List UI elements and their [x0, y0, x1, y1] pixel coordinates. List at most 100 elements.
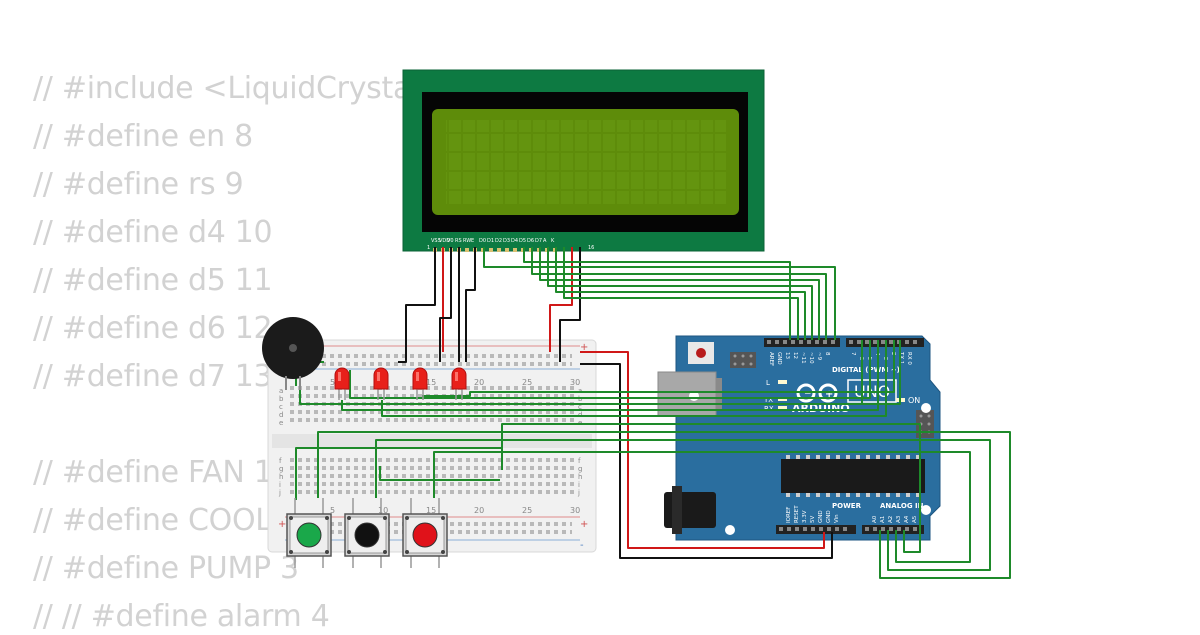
header-pin	[783, 340, 787, 344]
header-pin	[857, 340, 861, 344]
header-pin	[889, 340, 893, 344]
wire-ctrl-a	[349, 340, 871, 399]
lcd-pin-label: D6	[527, 238, 534, 244]
code-line: // #define d6 12	[33, 311, 273, 346]
power-label: POWER	[832, 502, 862, 510]
pushbutton[interactable]	[344, 498, 390, 568]
lcd-pin-label: VSS	[431, 238, 441, 244]
chip-leg	[846, 493, 850, 497]
digital-pin-label: RX 0	[906, 352, 912, 365]
header-pin	[865, 527, 869, 531]
header-pin	[843, 527, 847, 531]
pushbutton-group	[286, 498, 448, 568]
breadboard-row-letter: j	[577, 489, 580, 497]
header-pin	[779, 527, 783, 531]
header-pin	[897, 527, 901, 531]
header-pin	[831, 340, 835, 344]
rail-plus-label-bottom: +	[580, 519, 588, 530]
chip-leg	[796, 493, 800, 497]
chip-leg	[786, 493, 790, 497]
header-pin	[803, 527, 807, 531]
header-pin	[775, 340, 779, 344]
arduino-uno: − + ARDUINO UNO DIGITAL (PWM ~) POWER AN…	[657, 335, 941, 541]
atmega-chip	[781, 459, 925, 493]
lcd-pin-last: 16	[588, 245, 594, 251]
chip-leg	[906, 455, 910, 459]
code-line: // #include <LiquidCrystal.h>	[33, 71, 472, 106]
wire-lcd-d5	[539, 247, 820, 340]
chip-leg	[816, 455, 820, 459]
header-pin	[795, 527, 799, 531]
rx-led	[778, 406, 787, 410]
chip-leg	[796, 455, 800, 459]
code-line: // #define en 8	[33, 119, 253, 154]
lcd-pin-label: D3	[503, 238, 510, 244]
header-pin	[913, 340, 917, 344]
wire-lcd-v0	[439, 247, 452, 362]
breadboard-row-letter: f	[578, 457, 581, 465]
header-pin	[873, 340, 877, 344]
power-pin-label: RESET	[794, 505, 800, 523]
red-led	[373, 367, 389, 400]
header-pin	[815, 340, 819, 344]
buzzer	[262, 317, 324, 390]
svg-text:+: +	[825, 389, 833, 400]
power-pin-label: GND	[818, 510, 824, 523]
header-pin	[881, 340, 885, 344]
power-header	[776, 525, 856, 534]
lcd-pin-label: RW	[463, 238, 471, 244]
lcd-pin	[513, 248, 517, 252]
breadboard-row-letter: i	[578, 481, 580, 489]
lcd-pin-label: D4	[511, 238, 518, 244]
chip-leg	[856, 455, 860, 459]
chip-leg	[896, 493, 900, 497]
header-pin	[823, 340, 827, 344]
header-pin	[913, 527, 917, 531]
header-pin	[849, 340, 853, 344]
breadboard-row-letter: a	[279, 387, 283, 395]
chip-leg	[866, 455, 870, 459]
chip-leg	[886, 455, 890, 459]
wire-btn-gnd	[295, 447, 502, 500]
wire-lcd-e	[483, 247, 836, 340]
l-led-label: L	[766, 379, 770, 387]
breadboard-row-letter: c	[578, 403, 582, 411]
lcd-pin	[505, 248, 509, 252]
header-pin	[873, 527, 877, 531]
lcd-pin-label: D1	[487, 238, 494, 244]
lcd-pin-label: V0	[447, 238, 454, 244]
lcd-pin-first: 1	[427, 245, 430, 251]
chip-leg	[866, 493, 870, 497]
breadboard-row-letter: g	[578, 465, 582, 473]
chip-leg	[786, 455, 790, 459]
chip-leg	[826, 493, 830, 497]
red-led	[412, 367, 428, 400]
chip-leg	[906, 493, 910, 497]
breadboard-column-number: 15	[426, 378, 436, 387]
breadboard-row-letter: e	[279, 419, 283, 427]
pushbutton[interactable]	[402, 498, 448, 568]
wire-bb-link	[379, 466, 500, 481]
analog-pin-label: A1	[880, 516, 886, 523]
lcd-pin-label: D2	[495, 238, 502, 244]
chip-leg	[846, 455, 850, 459]
wire-btn-black	[375, 439, 991, 571]
analog-label: ANALOG IN	[880, 502, 924, 510]
breadboard-column-number: 20	[474, 378, 484, 387]
reset-button[interactable]	[696, 348, 706, 358]
power-pin-label: IOREF	[786, 507, 792, 523]
on-led-label: ON	[908, 396, 920, 405]
lcd-pin-label: D7	[535, 238, 542, 244]
breadboard-column-number: 30	[570, 378, 580, 387]
wire-led-3	[422, 340, 895, 397]
breadboard-column-number: 20	[474, 506, 484, 515]
wire-lcd-a	[549, 247, 573, 352]
lcd-pin-label: K	[551, 238, 555, 244]
pushbutton[interactable]	[286, 498, 332, 568]
wire-btn-red	[433, 451, 971, 563]
svg-text:−: −	[804, 389, 812, 399]
header-pin	[905, 527, 909, 531]
lcd-pin	[497, 248, 501, 252]
